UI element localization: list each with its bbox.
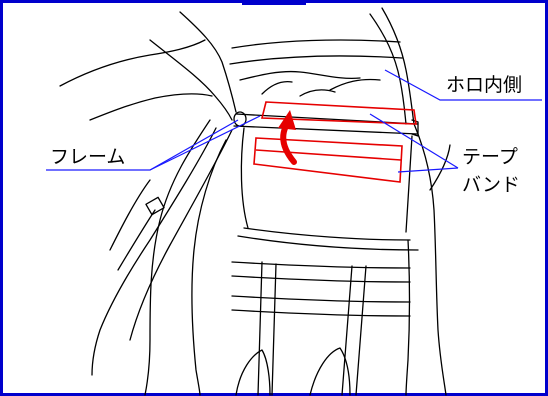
left-strap xyxy=(91,127,217,376)
mesh-row-4 xyxy=(231,309,411,317)
back-panel-right xyxy=(405,135,413,233)
label-band: バンド xyxy=(462,174,520,196)
left-hood-fold xyxy=(149,39,233,121)
strap-right-1 xyxy=(341,265,353,396)
fold-arrow-shaft xyxy=(280,123,297,165)
left-hood-edge xyxy=(179,11,237,113)
back-panel-bottom xyxy=(243,227,411,241)
tape-outline xyxy=(260,101,417,125)
right-body-outer xyxy=(413,123,447,396)
mesh-row-1 xyxy=(231,261,411,269)
left-body-contour xyxy=(144,119,211,396)
right-body-inner xyxy=(405,239,411,396)
hood-inner-top xyxy=(229,55,403,65)
back-panel-left xyxy=(240,127,249,229)
hood-crease-3 xyxy=(299,89,336,97)
left-body-inner xyxy=(191,139,227,396)
hood-top xyxy=(231,39,401,49)
band-midline xyxy=(255,149,402,161)
hood-crease-1 xyxy=(239,70,361,81)
left-fabric-lower xyxy=(89,93,213,121)
mesh-row-2 xyxy=(231,275,411,283)
leader-hood-inner xyxy=(384,69,542,101)
label-frame: フレーム xyxy=(50,146,126,168)
left-strap-2 xyxy=(129,129,233,341)
frame-bar-bottom xyxy=(233,125,419,135)
shoulder-pad-right xyxy=(309,347,351,396)
strap-left-1 xyxy=(257,261,263,396)
backpack-drawing xyxy=(59,7,451,396)
leader-lines xyxy=(46,69,542,173)
strap-right-2 xyxy=(355,265,367,396)
right-hood-edge xyxy=(381,7,415,125)
shoulder-pad-left xyxy=(235,349,271,396)
highlight-shapes xyxy=(253,101,417,183)
hood-crease-2 xyxy=(261,78,381,95)
leader-frame-2 xyxy=(149,115,261,171)
label-hood-inner: ホロ内側 xyxy=(446,74,523,96)
fold-arrow-head xyxy=(278,110,296,130)
left-buckle xyxy=(145,196,165,216)
leader-band xyxy=(397,167,459,173)
leader-tape xyxy=(369,113,459,169)
strap-left-2 xyxy=(271,263,277,396)
left-fabric-outer xyxy=(59,39,206,87)
top-tab xyxy=(242,0,306,5)
label-tape: テープ xyxy=(462,146,518,168)
mesh-row-3 xyxy=(231,295,411,303)
left-side-panel xyxy=(109,179,156,271)
back-panel-bottom-2 xyxy=(237,235,419,251)
right-edge xyxy=(429,144,451,191)
right-hood-fold xyxy=(369,13,407,125)
band-outline xyxy=(253,137,403,183)
